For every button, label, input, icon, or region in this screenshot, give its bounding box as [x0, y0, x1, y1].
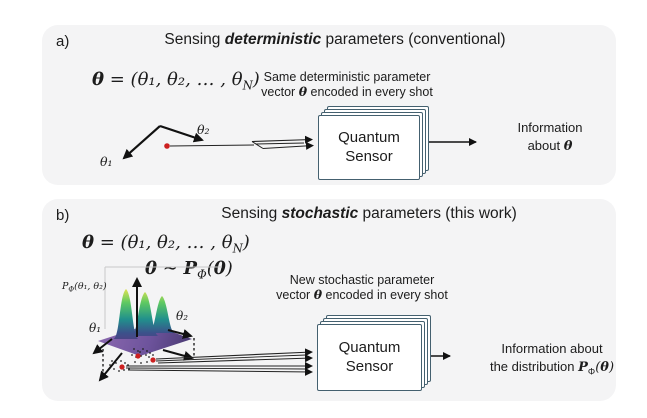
panel-a-lineart: θ₁ θ₂	[100, 122, 477, 169]
theta1-axis-arrow	[122, 125, 161, 160]
parameter-axes-a: θ₁ θ₂	[100, 122, 210, 169]
title-emphasis: stochastic	[281, 205, 359, 222]
panel-a-label: a)	[56, 33, 70, 50]
distribution-plot: PΦ(θ₁, θ₂) θ₁ θ₂	[61, 266, 222, 382]
parameter-point	[164, 143, 170, 149]
distribution-formula: θ ∼ PΦ(θ)	[145, 258, 233, 282]
theta2-axis-label: θ₂	[176, 309, 188, 323]
sample-point	[150, 357, 156, 363]
panel-deterministic: a) Sensing deterministic parameters (con…	[42, 25, 616, 185]
panel-b-output-text: Information about the distribution PΦ(θ)	[489, 341, 615, 377]
theta2-axis-label: θ₂	[197, 122, 210, 137]
title-emphasis: deterministic	[224, 31, 322, 48]
bold-theta: θ	[563, 139, 573, 155]
theta1-projection-arrow	[98, 352, 123, 382]
panel-a-title: Sensing deterministic parameters (conven…	[164, 31, 506, 48]
pdf-axis-label: PΦ(θ₁, θ₂)	[61, 281, 107, 294]
bold-theta: θ	[600, 360, 609, 376]
theta1-axis-arrow	[92, 338, 113, 355]
bold-theta: θ	[313, 286, 323, 302]
surface-peak	[149, 296, 175, 333]
theta2-axis-arrow	[167, 329, 193, 339]
shot-lines-b	[125, 348, 313, 376]
shot-lines-a	[169, 135, 314, 150]
sample-point	[119, 364, 125, 370]
panel-stochastic: b) Sensing stochastic parameters (this w…	[42, 199, 616, 401]
theta2-projection-arrow	[162, 349, 194, 361]
panel-b-lineart: PΦ(θ₁, θ₂) θ₁ θ₂	[61, 266, 451, 382]
sample-point	[135, 353, 141, 359]
panel-b-label: b)	[56, 207, 70, 224]
theta-vector-formula: θ = (θ₁, θ₂, … , θN)	[92, 69, 260, 93]
theta1-axis-label: θ₁	[100, 154, 113, 169]
plot-frame	[104, 266, 222, 329]
bold-theta: θ	[298, 83, 308, 99]
surface-peak	[113, 289, 139, 339]
theta1-axis-label: θ₁	[89, 321, 101, 335]
panel-b-note: New stochastic parameter vector θ encode…	[276, 273, 448, 302]
theta2-axis-arrow	[159, 124, 204, 143]
panel-b-title: Sensing stochastic parameters (this work…	[221, 205, 517, 222]
panel-a-output-text: Information about θ	[517, 120, 583, 155]
sampled-points	[119, 353, 156, 370]
panel-a-note: Same deterministic parameter vector θ en…	[261, 70, 433, 99]
theta-vector-formula: θ = (θ₁, θ₂, … , θN)	[82, 232, 250, 256]
